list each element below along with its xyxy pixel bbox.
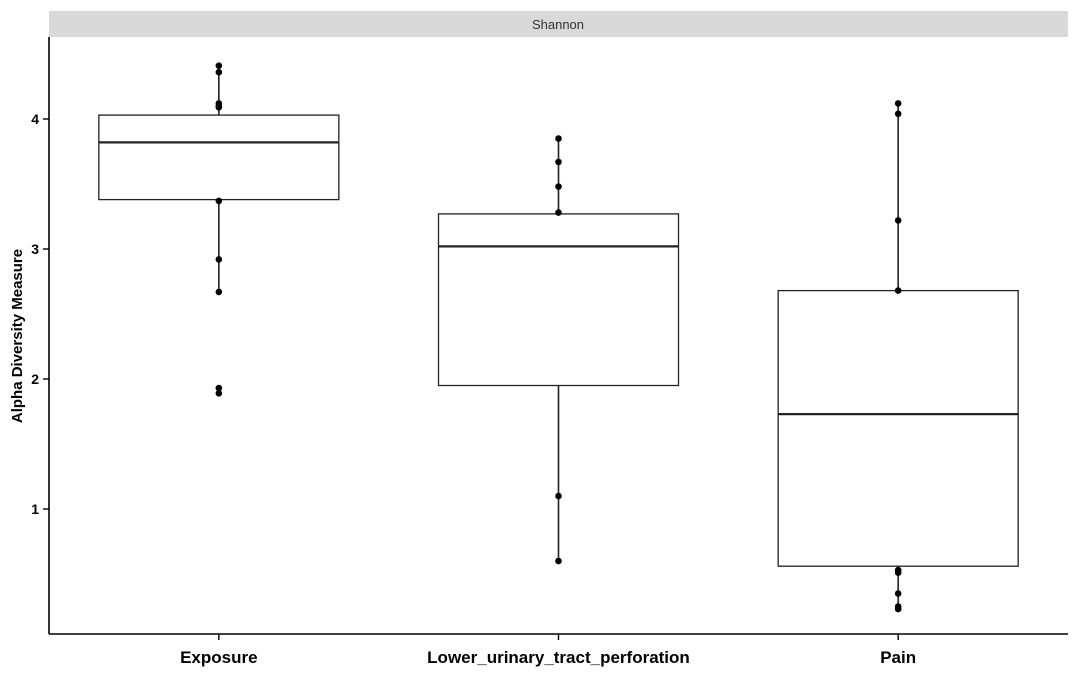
iqr-box [777, 289, 1019, 567]
data-point [215, 390, 223, 397]
x-ticks: Exposure Lower_urinary_tract_perforation P… [180, 634, 916, 667]
data-point [894, 217, 902, 224]
y-axis-title: Alpha Diversity Measure [9, 249, 26, 423]
data-point [215, 68, 223, 76]
data-point [215, 288, 223, 296]
box-lower-urinary-tract-perforation [437, 138, 680, 561]
data-point [555, 492, 562, 500]
box-exposure [98, 65, 340, 292]
data-point [215, 384, 223, 392]
iqr-box [98, 114, 340, 201]
x-category-label: Pain [880, 648, 916, 667]
facet-strip [49, 11, 1068, 37]
data-point [215, 197, 223, 205]
data-point [555, 135, 562, 142]
iqr-box [437, 213, 680, 387]
data-point [215, 104, 223, 111]
y-tick-label: 1 [31, 501, 39, 517]
box-pain [777, 103, 1019, 610]
boxes [98, 65, 1019, 610]
y-tick-label: 3 [31, 241, 39, 257]
data-point [894, 569, 902, 576]
data-point [894, 605, 902, 613]
data-point [894, 287, 902, 294]
data-point [894, 100, 902, 107]
data-points [215, 62, 902, 613]
facet-title: Shannon [532, 17, 584, 32]
data-point [555, 557, 562, 565]
data-point [215, 62, 223, 69]
data-point [555, 183, 562, 190]
data-point [555, 209, 562, 216]
y-ticks: 1 2 3 4 [31, 111, 49, 517]
y-tick-label: 2 [31, 371, 39, 387]
data-point [215, 256, 223, 263]
y-tick-label: 4 [31, 111, 39, 127]
x-category-label: Exposure [180, 648, 257, 667]
data-point [894, 590, 902, 597]
x-category-label: Lower_urinary_tract_perforation [427, 648, 690, 667]
data-point [894, 110, 902, 118]
data-point [555, 158, 562, 166]
